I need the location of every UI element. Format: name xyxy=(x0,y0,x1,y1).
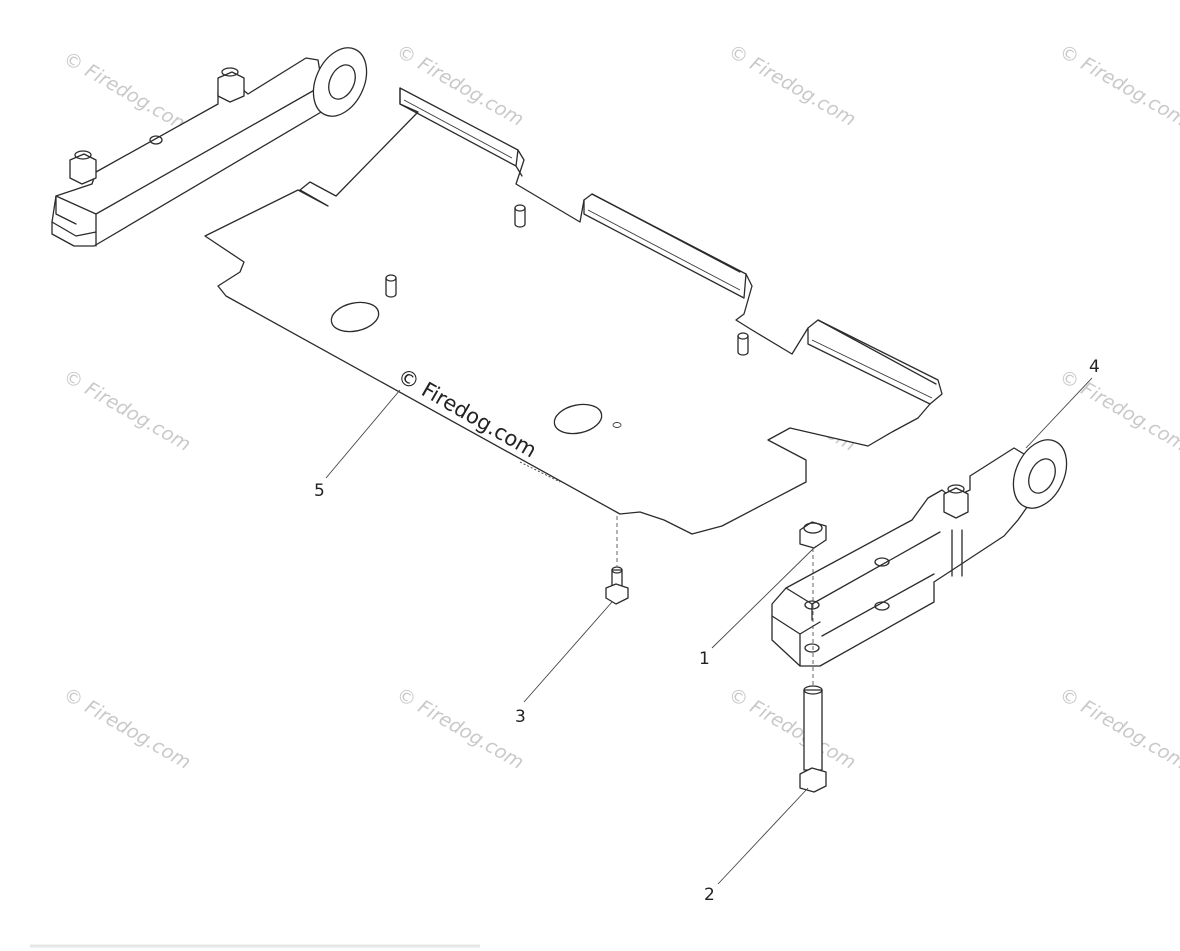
watermark: © Firedog.com xyxy=(60,47,195,138)
watermark: © Firedog.com xyxy=(1056,40,1180,131)
watermark: © Firedog.com xyxy=(393,683,528,774)
screw-part-3 xyxy=(605,566,629,605)
watermark: © Firedog.com xyxy=(1056,365,1180,456)
left-bracket xyxy=(51,47,368,247)
bracket-eye xyxy=(1012,439,1068,509)
bracket-nut xyxy=(943,484,969,519)
watermark: © Firedog.com xyxy=(725,683,860,774)
bolt-part-2 xyxy=(799,685,827,793)
watermark: © Firedog.com xyxy=(60,365,195,456)
callout-5: 5 xyxy=(314,481,325,501)
watermark: © Firedog.com xyxy=(60,683,195,774)
plate-hole xyxy=(330,301,380,333)
plate-stud xyxy=(514,204,526,228)
right-bracket-part-4 xyxy=(771,439,1068,667)
bracket-nut xyxy=(217,67,245,103)
plate-stud xyxy=(385,274,397,298)
plate-stud xyxy=(737,332,749,356)
callout-4: 4 xyxy=(1089,357,1100,377)
callout-2: 2 xyxy=(704,885,715,905)
bracket-eye xyxy=(312,47,368,117)
plate-part-5 xyxy=(204,87,943,535)
bracket-nut xyxy=(69,150,97,185)
watermark: © Firedog.com xyxy=(1056,683,1180,774)
callout-3: 3 xyxy=(515,707,526,727)
watermark: © Firedog.com xyxy=(725,40,860,131)
nut-part-1 xyxy=(799,521,827,549)
leader-lines xyxy=(325,377,1093,885)
plate-hole xyxy=(553,403,603,435)
callout-1: 1 xyxy=(699,649,710,669)
